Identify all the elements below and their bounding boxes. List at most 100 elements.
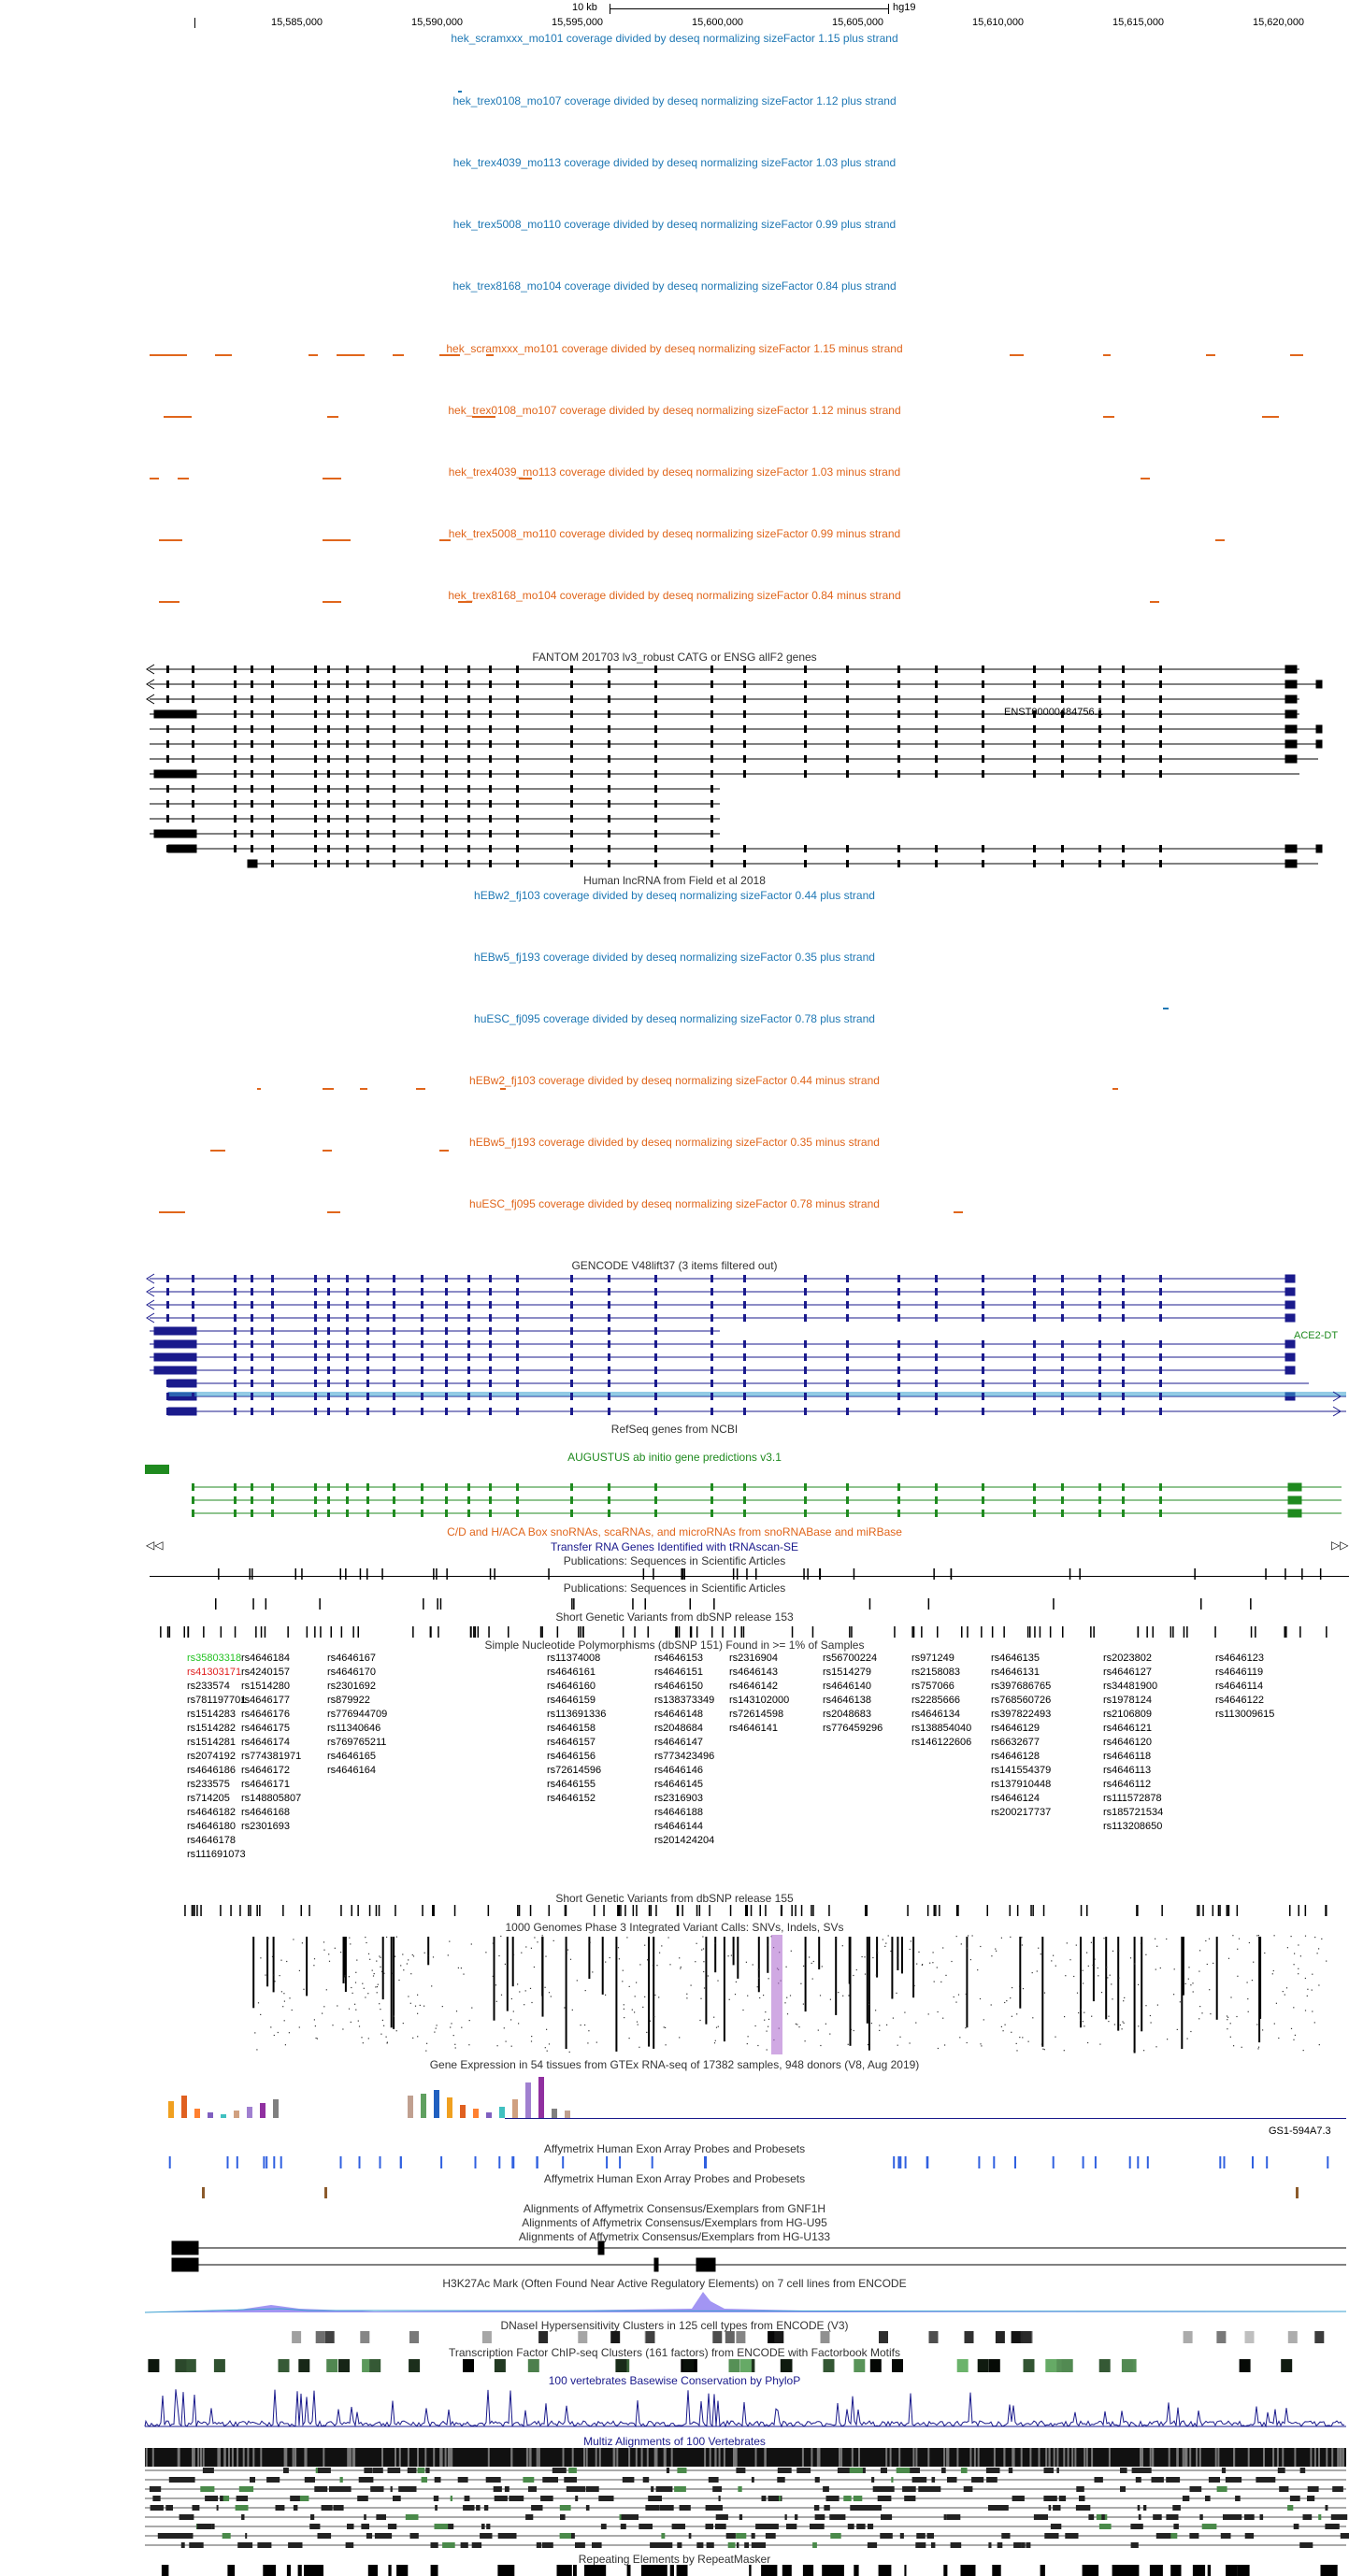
snp-label[interactable]: rs4646170 — [327, 1667, 376, 1678]
snp-label[interactable]: rs2158083 — [911, 1667, 960, 1678]
snp-label[interactable]: rs4646176 — [241, 1709, 290, 1720]
snp-label[interactable]: rs4646138 — [823, 1695, 871, 1706]
track-label-plus-1[interactable]: hek_scramxxx_mo101 coverage divided by d… — [451, 32, 898, 45]
augustus-gene-models[interactable] — [0, 1463, 1349, 1519]
track-label-fantom[interactable]: FANTOM 201703 lv3_robust CATG or ENSG al… — [532, 651, 817, 664]
snp-label[interactable]: rs137910448 — [991, 1779, 1052, 1790]
track-label-trna[interactable]: Transfer RNA Genes Identified with tRNAs… — [551, 1540, 798, 1553]
track-label-snp151[interactable]: Simple Nucleotide Polymorphisms (dbSNP 1… — [484, 1639, 865, 1652]
track-label-h3k27ac[interactable]: H3K27Ac Mark (Often Found Near Active Re… — [442, 2277, 907, 2290]
snp-label[interactable]: rs4646182 — [187, 1807, 236, 1818]
track-label-minus-4[interactable]: hek_trex5008_mo110 coverage divided by d… — [448, 527, 901, 540]
snp-label[interactable]: rs35803318 — [187, 1653, 242, 1664]
snp-label[interactable]: rs397822493 — [991, 1709, 1052, 1720]
fantom-transcript-label[interactable]: ENST00000484756.1 — [1004, 707, 1103, 718]
snp-label[interactable]: rs4646131 — [991, 1667, 1040, 1678]
snp-label[interactable]: rs4646146 — [654, 1765, 703, 1776]
track-label-gencode[interactable]: GENCODE V48lift37 (3 items filtered out) — [571, 1259, 778, 1272]
track-label-minus-2[interactable]: hek_trex0108_mo107 coverage divided by d… — [448, 404, 901, 417]
snp-label[interactable]: rs4646161 — [547, 1667, 596, 1678]
snp-label[interactable]: rs4646150 — [654, 1681, 703, 1692]
snp-label[interactable]: rs1514280 — [241, 1681, 290, 1692]
snp-label[interactable]: rs769765211 — [327, 1737, 387, 1748]
track-label-affy-2[interactable]: Affymetrix Human Exon Array Probes and P… — [543, 2172, 806, 2185]
snp-label[interactable]: rs4646160 — [547, 1681, 596, 1692]
track-label-phylop[interactable]: 100 vertebrates Basewise Conservation by… — [548, 2374, 801, 2387]
track-label-multiz[interactable]: Multiz Alignments of 100 Vertebrates — [583, 2435, 766, 2448]
snp-label[interactable]: rs2316903 — [654, 1793, 703, 1804]
snp-label[interactable]: rs4646122 — [1215, 1695, 1264, 1706]
snp-label[interactable]: rs4646123 — [1215, 1653, 1264, 1664]
snp-label[interactable]: rs714205 — [187, 1793, 230, 1804]
snp-label[interactable]: rs4646121 — [1103, 1723, 1152, 1734]
snp-label[interactable]: rs4646119 — [1215, 1667, 1264, 1678]
snp-label[interactable]: rs11340646 — [327, 1723, 381, 1734]
snp-label[interactable]: rs4646155 — [547, 1779, 596, 1790]
snp-label[interactable]: rs148805807 — [241, 1793, 302, 1804]
snp-label[interactable]: rs4646114 — [1215, 1681, 1264, 1692]
snp-label[interactable]: rs4646147 — [654, 1737, 703, 1748]
track-label-minus-1[interactable]: hek_scramxxx_mo101 coverage divided by d… — [446, 342, 903, 355]
gtex-gene-label[interactable]: GS1-594A7.3 — [1269, 2125, 1331, 2137]
snp-label[interactable]: rs113009615 — [1215, 1709, 1275, 1720]
snp-label[interactable]: rs4646151 — [654, 1667, 703, 1678]
snp-label[interactable]: rs1514281 — [187, 1737, 236, 1748]
track-label-pubs-1[interactable]: Publications: Sequences in Scientific Ar… — [563, 1554, 786, 1567]
snp-label[interactable]: rs138373349 — [654, 1695, 715, 1706]
snp-label[interactable]: rs1514283 — [187, 1709, 236, 1720]
snp-label[interactable]: rs4646145 — [654, 1779, 703, 1790]
snp-label[interactable]: rs4646159 — [547, 1695, 596, 1706]
snp-label[interactable]: rs4646135 — [991, 1653, 1040, 1664]
snp-label[interactable]: rs4646112 — [1103, 1779, 1152, 1790]
snp-label[interactable]: rs56700224 — [823, 1653, 878, 1664]
snp-label[interactable]: rs4646178 — [187, 1835, 236, 1846]
snp-label[interactable]: rs4646140 — [823, 1681, 871, 1692]
snp-label[interactable]: rs4646158 — [547, 1723, 596, 1734]
snp-label[interactable]: rs4646180 — [187, 1821, 236, 1832]
track-label-plus-4[interactable]: hek_trex5008_mo110 coverage divided by d… — [452, 218, 897, 231]
track-label-plus-5[interactable]: hek_trex8168_mo104 coverage divided by d… — [452, 279, 897, 293]
snp-label[interactable]: rs4646153 — [654, 1653, 703, 1664]
snp-label[interactable]: rs4646164 — [327, 1765, 376, 1776]
track-label-huesc-minus[interactable]: huESC_fj095 coverage divided by deseq no… — [469, 1197, 880, 1210]
gencode-gene-label[interactable]: ACE2-DT — [1294, 1330, 1339, 1341]
snp-label[interactable]: rs4646124 — [991, 1793, 1040, 1804]
snp-label[interactable]: rs2023802 — [1103, 1653, 1152, 1664]
snp-label[interactable]: rs879922 — [327, 1695, 370, 1706]
track-label-rmsk[interactable]: Repeating Elements by RepeatMasker — [578, 2553, 771, 2566]
snp-label[interactable]: rs971249 — [911, 1653, 954, 1664]
track-label-gnf[interactable]: Alignments of Affymetrix Consensus/Exemp… — [523, 2202, 826, 2215]
track-label-plus-3[interactable]: hek_trex4039_mo113 coverage divided by d… — [452, 156, 897, 169]
snp-label[interactable]: rs4646172 — [241, 1765, 290, 1776]
snp-label[interactable]: rs1514282 — [187, 1723, 236, 1734]
snp-label[interactable]: rs4646171 — [241, 1779, 290, 1790]
track-label-pubs-2[interactable]: Publications: Sequences in Scientific Ar… — [563, 1581, 786, 1595]
snp-label[interactable]: rs113208650 — [1103, 1821, 1163, 1832]
snp-label[interactable]: rs757066 — [911, 1681, 954, 1692]
track-label-lncrna[interactable]: Human lncRNA from Field et al 2018 — [583, 874, 766, 887]
snp-label[interactable]: rs2285666 — [911, 1695, 960, 1706]
snp-label[interactable]: rs143102000 — [729, 1695, 790, 1706]
snp-label[interactable]: rs781197701 — [187, 1695, 247, 1706]
snp-label[interactable]: rs1514279 — [823, 1667, 871, 1678]
snp-label[interactable]: rs2074192 — [187, 1751, 236, 1762]
snp-label[interactable]: rs774381971 — [241, 1751, 302, 1762]
snp-label[interactable]: rs138854040 — [911, 1723, 972, 1734]
track-label-tfbs[interactable]: Transcription Factor ChIP-seq Clusters (… — [448, 2346, 901, 2359]
snp-label[interactable]: rs111691073 — [187, 1849, 246, 1860]
track-label-plus-2[interactable]: hek_trex0108_mo107 coverage divided by d… — [452, 94, 897, 107]
track-label-hebw2-minus[interactable]: hEBw2_fj103 coverage divided by deseq no… — [469, 1074, 880, 1087]
snp-label[interactable]: rs4240157 — [241, 1667, 290, 1678]
snp-label[interactable]: rs11374008 — [547, 1653, 601, 1664]
track-label-affy-1[interactable]: Affymetrix Human Exon Array Probes and P… — [543, 2142, 806, 2155]
snp-label[interactable]: rs6632677 — [991, 1737, 1040, 1748]
track-label-gtex[interactable]: Gene Expression in 54 tissues from GTEx … — [429, 2058, 920, 2071]
track-label-snorna[interactable]: C/D and H/ACA Box snoRNAs, scaRNAs, and … — [447, 1525, 902, 1538]
snp-label[interactable]: rs4646186 — [187, 1765, 236, 1776]
snp-label[interactable]: rs72614598 — [729, 1709, 784, 1720]
fantom-gene-models[interactable] — [0, 662, 1349, 873]
snp-label[interactable]: rs34481900 — [1103, 1681, 1158, 1692]
snp-label[interactable]: rs4646127 — [1103, 1667, 1152, 1678]
gencode-gene-models[interactable] — [0, 1271, 1349, 1419]
snp-label[interactable]: rs2048683 — [823, 1709, 871, 1720]
